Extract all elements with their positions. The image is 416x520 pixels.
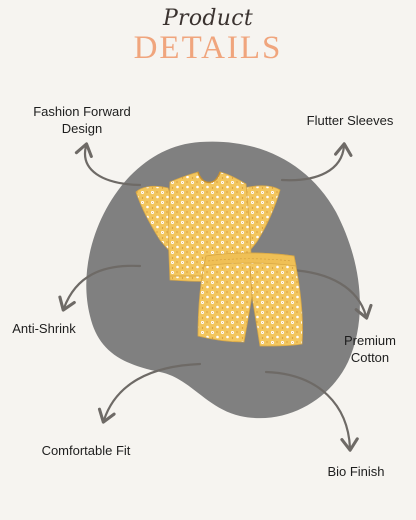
title-details: DETAILS [133,30,283,66]
arrow-flutter [280,142,353,182]
title-product: Product [162,6,254,31]
arrow-premium [288,268,373,320]
arrow-fashion [74,142,142,187]
arrow-anti-shrink [58,264,142,312]
feature-premium-cotton: Premium Cotton [343,333,396,365]
feature-anti-shrink: Anti-Shrink [12,321,76,336]
feature-flutter-sleeves: Flutter Sleeves [306,113,394,128]
feature-bio-finish: Bio Finish [327,464,385,479]
arrow-bio [264,370,359,452]
feature-fashion-forward-design: Fashion Forward Design [33,104,131,136]
shorts-garment [197,252,303,347]
arrow-comfort [97,362,202,424]
feature-comfortable-fit: Comfortable Fit [41,443,131,458]
